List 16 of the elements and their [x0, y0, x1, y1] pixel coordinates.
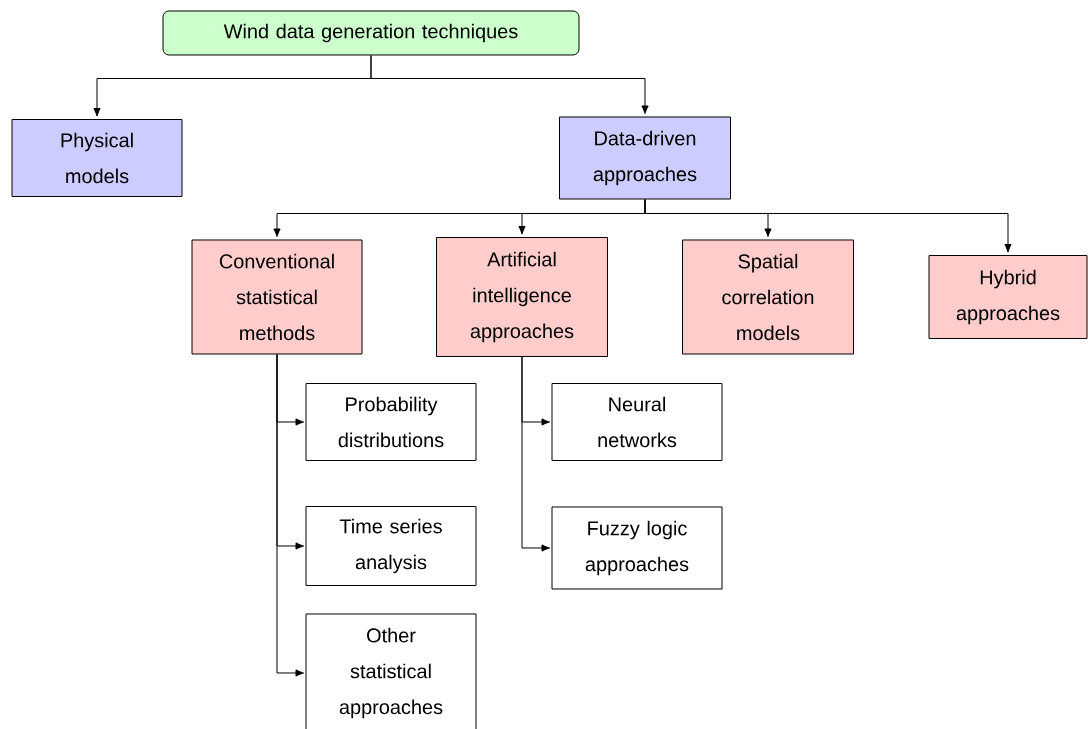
method-box: Spatial correlation models: [682, 239, 854, 355]
method-box: Conventional statistical methods: [191, 239, 363, 355]
connector-arrow: [521, 356, 551, 552]
connector-arrow: [276, 354, 305, 677]
technique-box: Time series analysis: [305, 506, 477, 586]
technique-box: Probability distributions: [305, 383, 477, 461]
technique-box: Fuzzy logic approaches: [551, 506, 723, 590]
technique-box: Neural networks: [551, 383, 723, 461]
category-box: Data-driven approaches: [559, 116, 731, 200]
connector-arrow: [370, 55, 649, 115]
title-box: Wind data generation techniques: [162, 10, 580, 56]
category-box: Physical models: [11, 119, 183, 197]
method-box: Hybrid approaches: [928, 255, 1088, 339]
technique-box: Other statistical approaches: [305, 613, 477, 729]
connector-arrow: [644, 199, 1012, 253]
method-box: Artificial intelligence approaches: [436, 237, 608, 357]
